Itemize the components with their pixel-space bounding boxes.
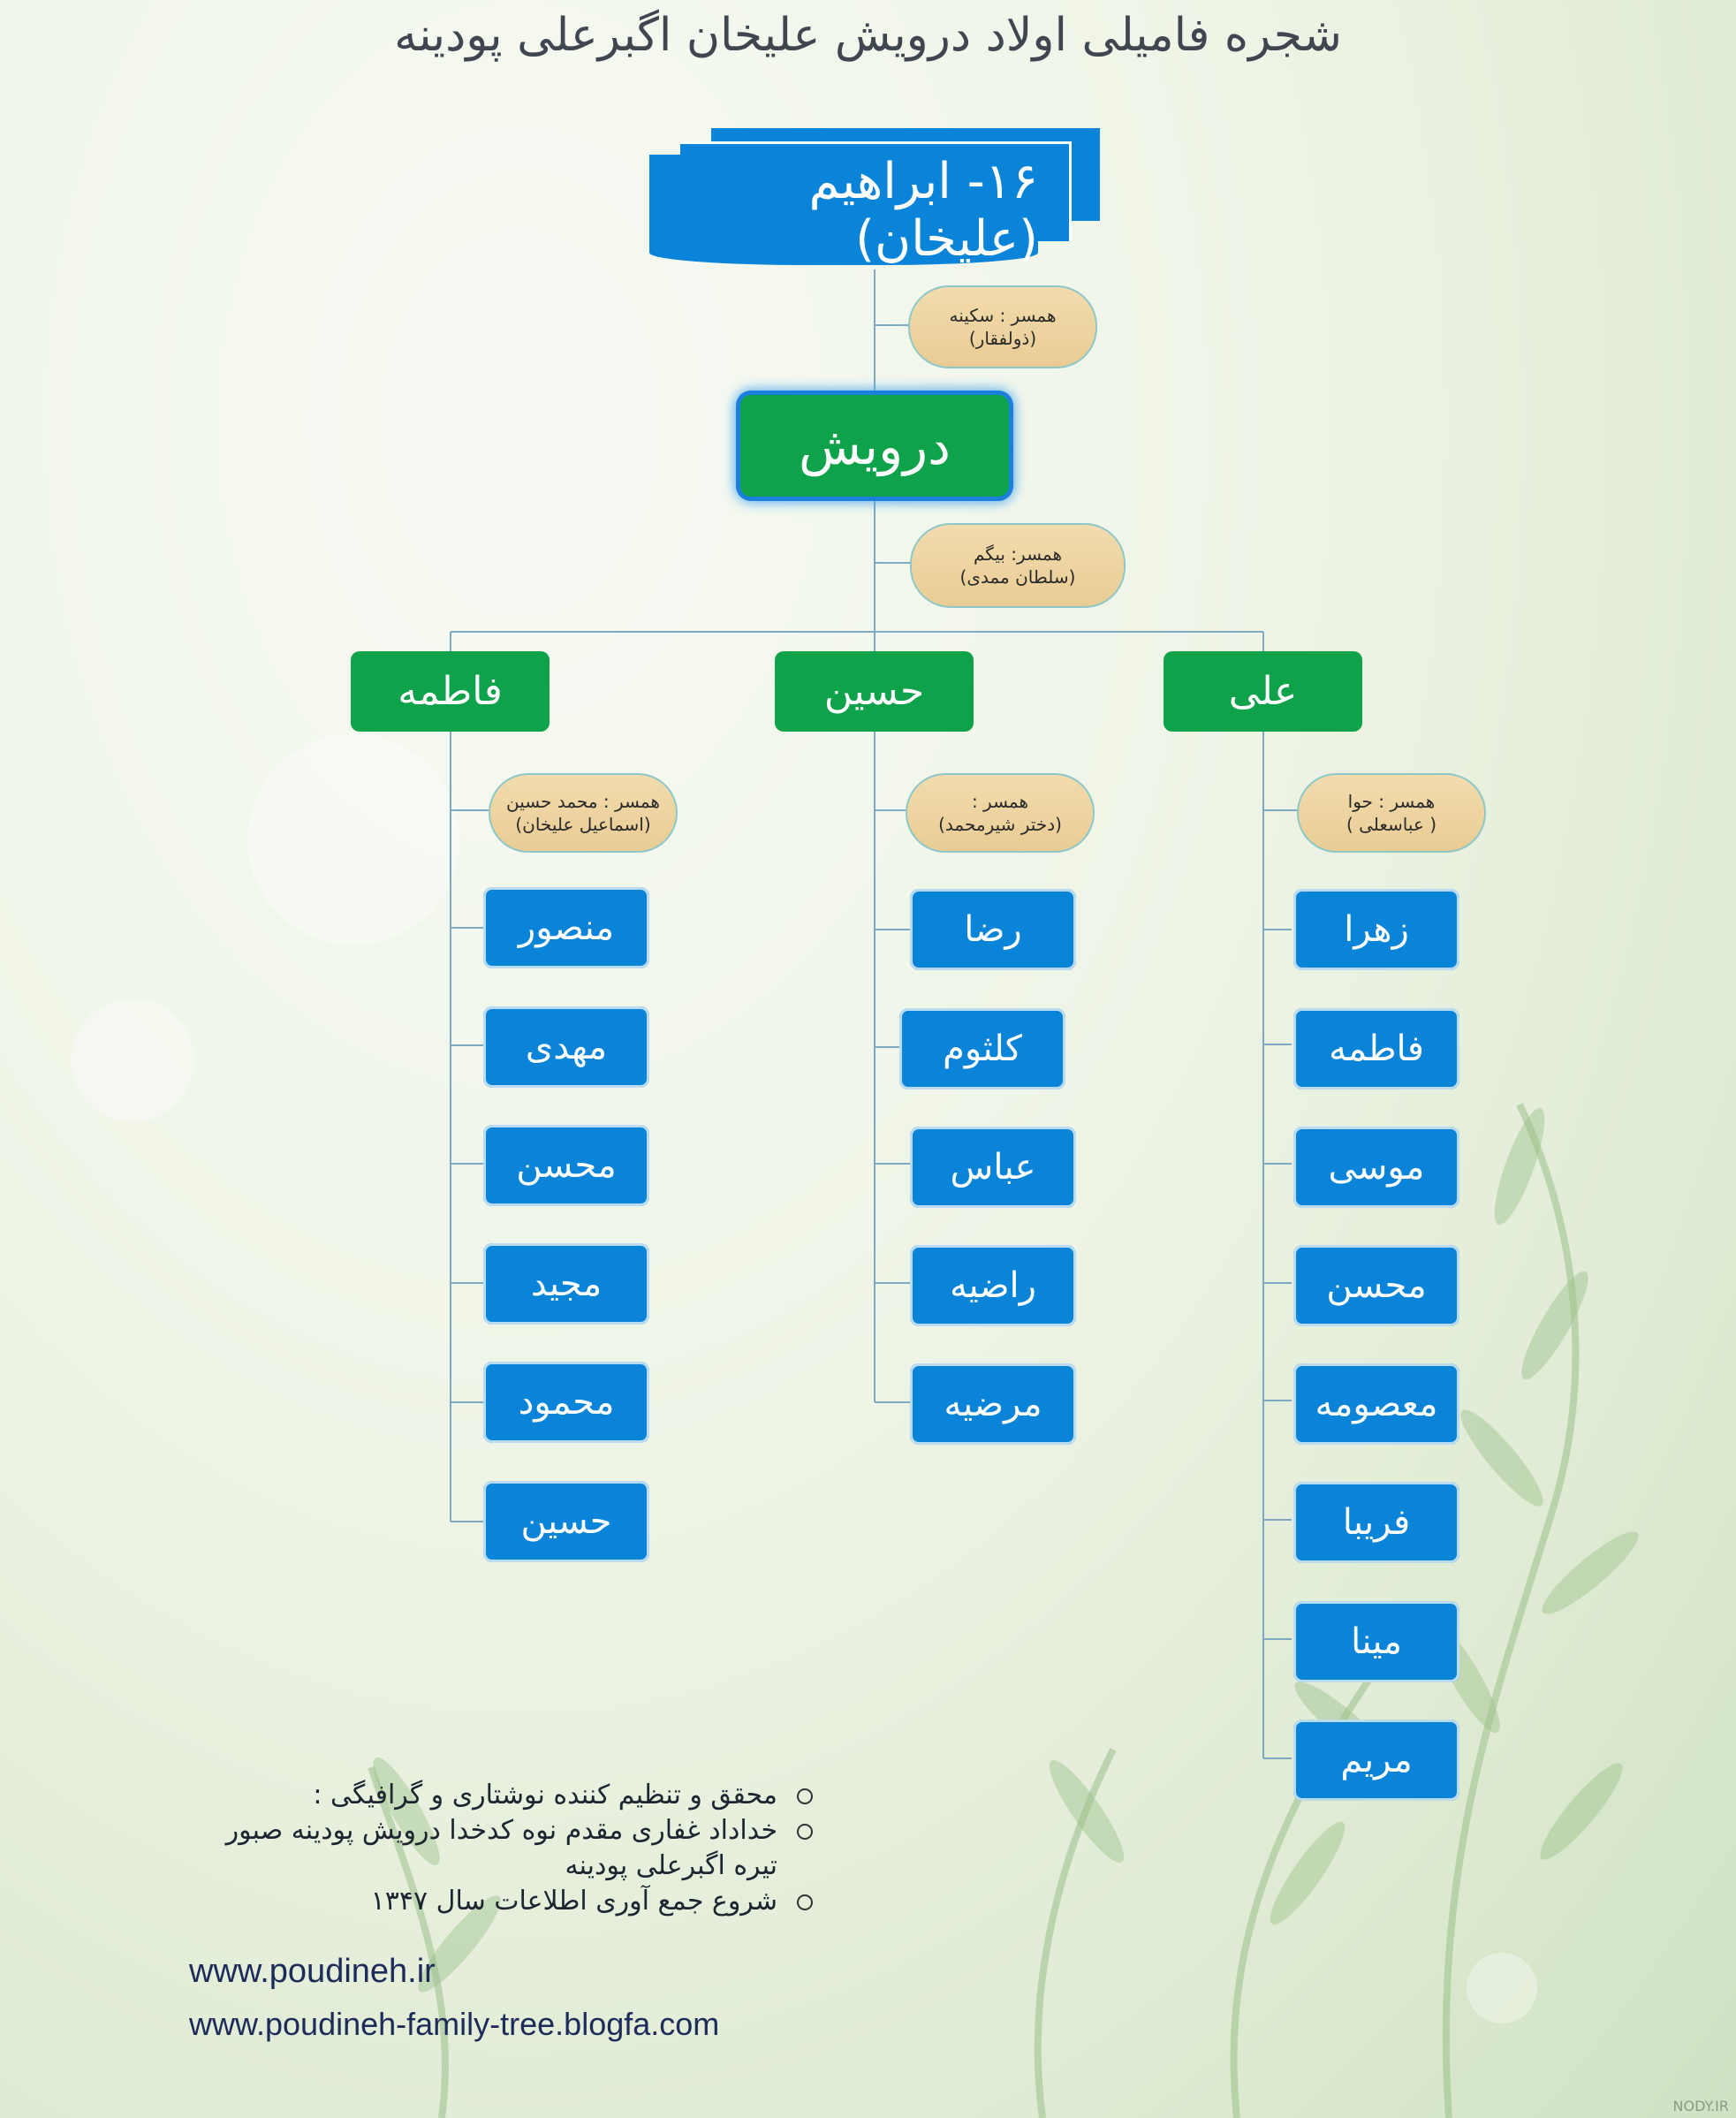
- bullet-icon: [797, 1894, 813, 1910]
- credits-text: شروع جمع آوری اطلاعات سال ۱۳۴۷: [370, 1886, 777, 1917]
- fatemeh-spouse-badge: همسر : محمد حسین (اسماعیل علیخان): [489, 773, 678, 853]
- child-node: راضیه: [910, 1245, 1076, 1326]
- ali-spouse-badge: همسر : حوا ( عباسعلی ): [1297, 773, 1486, 853]
- branch-node-hossein: حسین: [775, 651, 974, 732]
- hossein-spouse-line2: (دختر شیرمحمد): [938, 814, 1062, 835]
- child-node: مینا: [1293, 1601, 1459, 1682]
- child-node: فریبا: [1293, 1482, 1459, 1563]
- child-node: حسین: [483, 1481, 649, 1562]
- root-spouse-line2: (ذولفقار): [968, 328, 1037, 349]
- ali-spouse-line1: همسر : حوا: [1347, 791, 1436, 812]
- credits-item: شروع جمع آوری اطلاعات سال ۱۳۴۷: [177, 1884, 813, 1919]
- credits-list: محقق و تنظیم کننده نوشتاری و گرافیگی : خ…: [177, 1778, 813, 1919]
- root-node: ۱۶- ابراهیم (علیخان): [649, 128, 1100, 269]
- main-spouse-badge: همسر: بیگم (سلطان ممدی): [910, 523, 1126, 608]
- fatemeh-spouse-line1: همسر : محمد حسین: [506, 791, 660, 812]
- child-node: مریم: [1293, 1719, 1459, 1801]
- main-node: درویش: [740, 395, 1009, 497]
- child-node: محسن: [483, 1125, 649, 1206]
- child-node: محمود: [483, 1362, 649, 1443]
- child-node: منصور: [483, 887, 649, 968]
- root-spouse-badge: همسر : سکینه (ذولفقار): [908, 285, 1097, 368]
- child-node: مجید: [483, 1243, 649, 1325]
- hossein-spouse-badge: همسر : (دختر شیرمحمد): [906, 773, 1095, 853]
- credits-text: خداداد غفاری مقدم نوه کدخدا درویش پودینه…: [225, 1815, 777, 1881]
- child-node: محسن: [1293, 1245, 1459, 1326]
- child-node: زهرا: [1293, 889, 1459, 970]
- credits-item: خداداد غفاری مقدم نوه کدخدا درویش پودینه…: [177, 1813, 813, 1884]
- child-node: رضا: [910, 889, 1076, 970]
- child-node: فاطمه: [1293, 1008, 1459, 1089]
- child-node: عباس: [910, 1127, 1076, 1208]
- branch-node-ali: علی: [1164, 651, 1362, 732]
- website-link[interactable]: www.poudineh.ir: [189, 1953, 436, 1990]
- fatemeh-spouse-line2: (اسماعیل علیخان): [515, 814, 651, 835]
- bullet-icon: [797, 1824, 813, 1840]
- child-node: معصومه: [1293, 1363, 1459, 1445]
- child-node: کلثوم: [899, 1008, 1065, 1089]
- child-node: موسی: [1293, 1127, 1459, 1208]
- root-label: ۱۶- ابراهیم (علیخان): [649, 153, 1038, 268]
- ali-spouse-line2: ( عباسعلی ): [1346, 814, 1437, 835]
- root-spouse-line1: همسر : سکینه: [949, 305, 1057, 326]
- main-spouse-line1: همسر: بیگم: [973, 543, 1063, 565]
- hossein-spouse-line1: همسر :: [971, 791, 1029, 812]
- branch-node-fatemeh: فاطمه: [351, 651, 550, 732]
- bullet-icon: [797, 1788, 813, 1804]
- blog-link[interactable]: www.poudineh-family-tree.blogfa.com: [189, 2006, 720, 2042]
- credits-item: محقق و تنظیم کننده نوشتاری و گرافیگی :: [177, 1778, 813, 1813]
- credits-text: محقق و تنظیم کننده نوشتاری و گرافیگی :: [313, 1780, 777, 1811]
- child-node: مرضیه: [910, 1363, 1076, 1445]
- main-spouse-line2: (سلطان ممدی): [959, 566, 1076, 588]
- watermark: NODY.IR: [1672, 2098, 1729, 2114]
- child-node: مهدی: [483, 1006, 649, 1088]
- chart-title: شجره فامیلی اولاد درویش علیخان اگبرعلی پ…: [394, 9, 1342, 62]
